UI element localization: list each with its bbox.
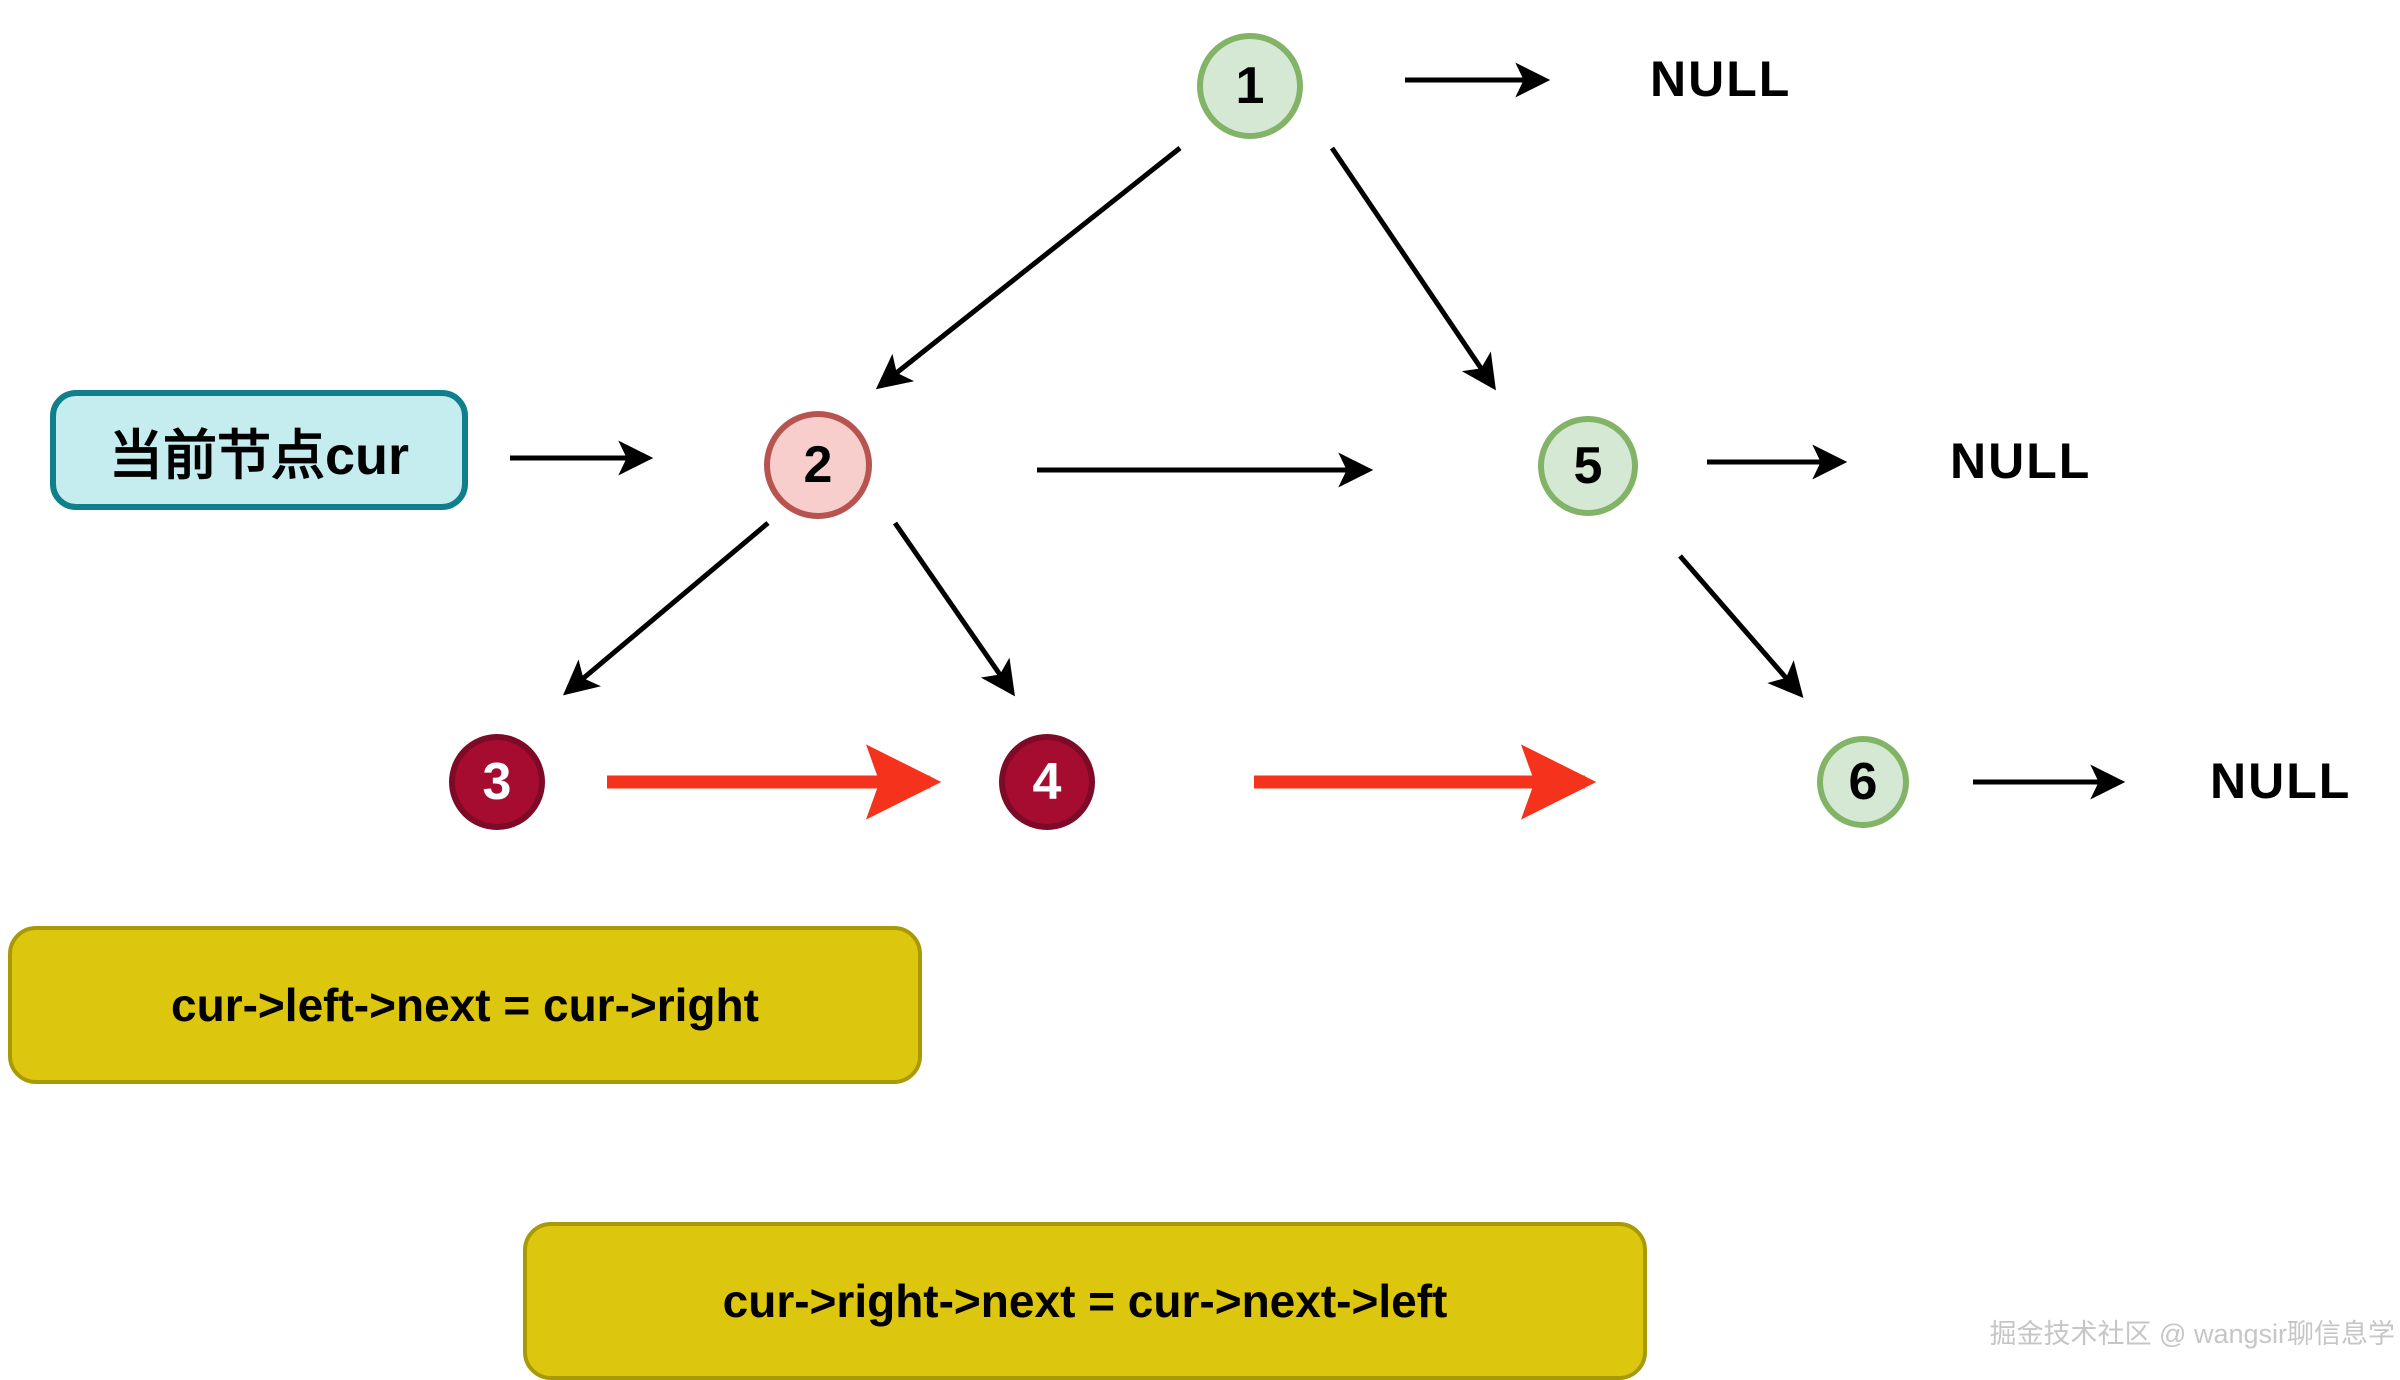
edge-node1-to-node5 [1329,146,1496,391]
tree-node-1-label: 1 [1235,57,1265,115]
tree-node-2: 2 [764,411,872,519]
tree-node-6-label: 6 [1848,753,1878,811]
watermark: 掘金技术社区 @ wangsir聊信息学 [1989,1319,2395,1349]
null-label-middle: NULL [1950,433,2092,489]
code-box-right-next: cur->right->next = cur->next->left [523,1222,1647,1380]
current-node-label-box: 当前节点cur [50,390,468,510]
null-label-bottom: NULL [2210,753,2352,809]
tree-node-4-label: 4 [1032,753,1062,811]
tree-node-3-label: 3 [482,753,512,811]
tree-node-5: 5 [1538,416,1638,516]
tree-node-1: 1 [1197,33,1303,139]
tree-node-2-label: 2 [803,436,833,494]
code-line-1: cur->left->next = cur->right [171,979,759,1031]
code-box-left-next: cur->left->next = cur->right [8,926,922,1084]
tree-node-3: 3 [449,734,545,830]
code-line-2: cur->right->next = cur->next->left [722,1275,1448,1327]
tree-node-5-label: 5 [1573,437,1603,495]
tree-node-6: 6 [1817,736,1909,828]
edge-node1-to-node2 [875,146,1182,390]
edge-node5-to-node6 [1678,554,1804,698]
tree-node-4: 4 [999,734,1095,830]
current-node-label: 当前节点cur [108,425,410,486]
null-label-top: NULL [1650,51,1792,107]
edge-node2-to-node4 [892,521,1015,697]
edge-node2-to-node3 [562,521,770,696]
